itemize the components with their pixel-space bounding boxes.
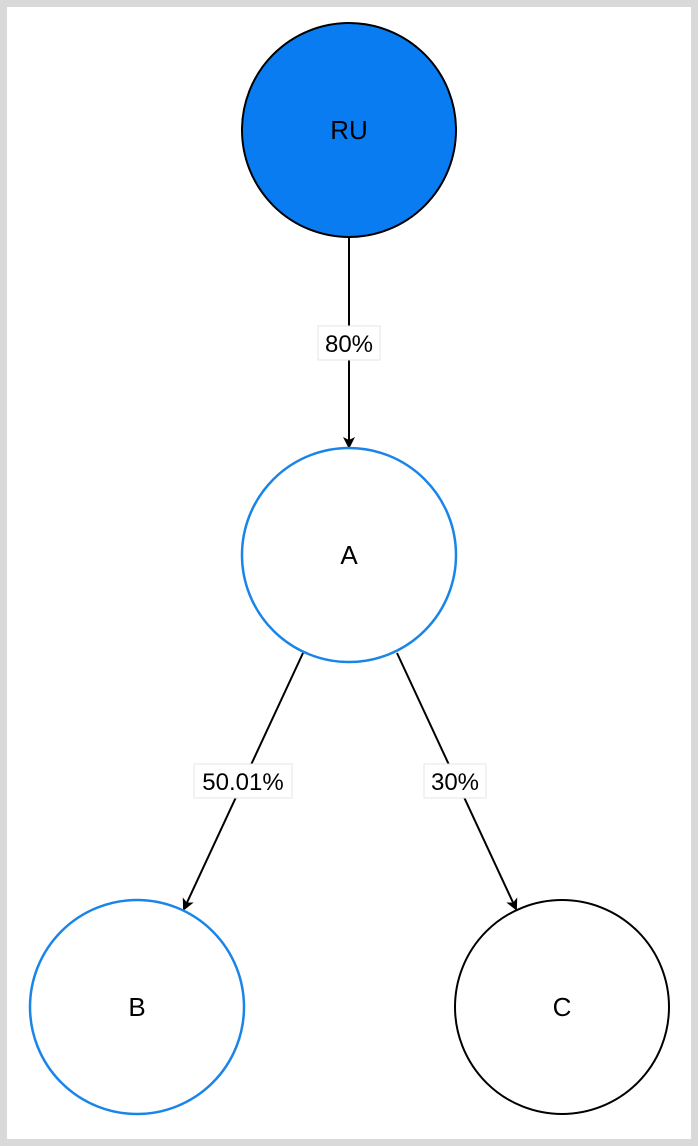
node-b-label: B [128,992,145,1022]
edge-label-a-b: 50.01% [193,763,293,799]
node-c-circle [454,899,670,1115]
edge-label-ru-a: 80% [317,325,381,361]
node-ru[interactable]: RU [241,22,457,238]
node-ru-label: RU [330,115,368,145]
edge-label-ru-a-text: 80% [325,331,373,358]
edge-label-a-c-text: 30% [431,769,479,796]
node-c[interactable]: C [454,899,670,1115]
edge-label-a-b-text: 50.01% [202,769,283,796]
node-a-circle [240,446,458,664]
edge-label-a-c: 30% [423,763,487,799]
node-b[interactable]: B [28,898,246,1116]
node-a[interactable]: A [240,446,458,664]
node-a-label: A [340,540,358,570]
node-c-label: C [553,992,572,1022]
node-b-circle [28,898,246,1116]
node-ru-circle [241,22,457,238]
